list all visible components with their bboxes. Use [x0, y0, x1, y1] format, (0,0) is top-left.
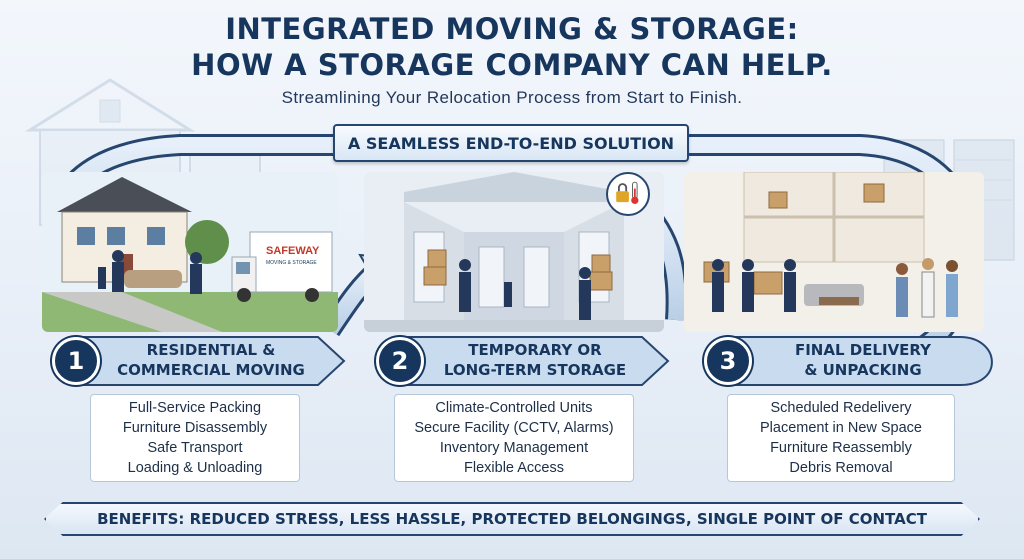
list-item: Secure Facility (CCTV, Alarms) [414, 420, 614, 436]
title-line-2: HOW A STORAGE COMPANY CAN HELP. [191, 48, 833, 82]
step-3-arrow: 3 FINAL DELIVERY & UNPACKING [700, 333, 1010, 389]
lock-thermometer-icon [606, 172, 650, 216]
list-item: Furniture Disassembly [122, 420, 268, 436]
title-line-1: INTEGRATED MOVING & STORAGE: [225, 12, 799, 46]
list-item: Safe Transport [147, 440, 243, 456]
list-item: Placement in New Space [760, 420, 922, 436]
step-1-details-card: Full-Service Packing Furniture Disassemb… [90, 394, 300, 482]
benefits-banner: BENEFITS: REDUCED STRESS, LESS HASSLE, P… [44, 502, 980, 536]
step-2-arrow: 2 TEMPORARY OR LONG-TERM STORAGE [372, 333, 672, 389]
list-item: Climate-Controlled Units [435, 400, 593, 416]
list-item: Loading & Unloading [127, 460, 263, 476]
step-2-number-badge: 2 [376, 337, 424, 385]
solution-banner: A SEAMLESS END-TO-END SOLUTION [333, 124, 689, 162]
step-3-details-card: Scheduled Redelivery Placement in New Sp… [727, 394, 955, 482]
step-3-number-badge: 3 [704, 337, 752, 385]
moving-scene-illustration: SAFEWAY MOVING & STORAGE [42, 172, 338, 332]
list-item: Inventory Management [439, 440, 589, 456]
step-3-label: FINAL DELIVERY & UNPACKING [794, 341, 932, 379]
truck-brand-text: SAFEWAY [266, 245, 320, 257]
step-2-label: TEMPORARY OR LONG-TERM STORAGE [443, 341, 627, 379]
list-item: Furniture Reassembly [770, 440, 912, 456]
list-item: Flexible Access [464, 460, 564, 476]
truck-tagline-text: MOVING & STORAGE [266, 260, 317, 266]
list-item: Scheduled Redelivery [770, 400, 912, 416]
step-1-label: RESIDENTIAL & COMMERCIAL MOVING [117, 341, 305, 379]
list-item: Debris Removal [789, 460, 893, 476]
subtitle: Streamlining Your Relocation Process fro… [281, 88, 743, 107]
step-2-details-card: Climate-Controlled Units Secure Facility… [394, 394, 634, 482]
list-item: Full-Service Packing [128, 400, 262, 416]
delivery-scene-illustration [684, 172, 984, 332]
step-1-number-badge: 1 [52, 337, 100, 385]
step-1-arrow: 1 RESIDENTIAL & COMMERCIAL MOVING [48, 333, 348, 389]
